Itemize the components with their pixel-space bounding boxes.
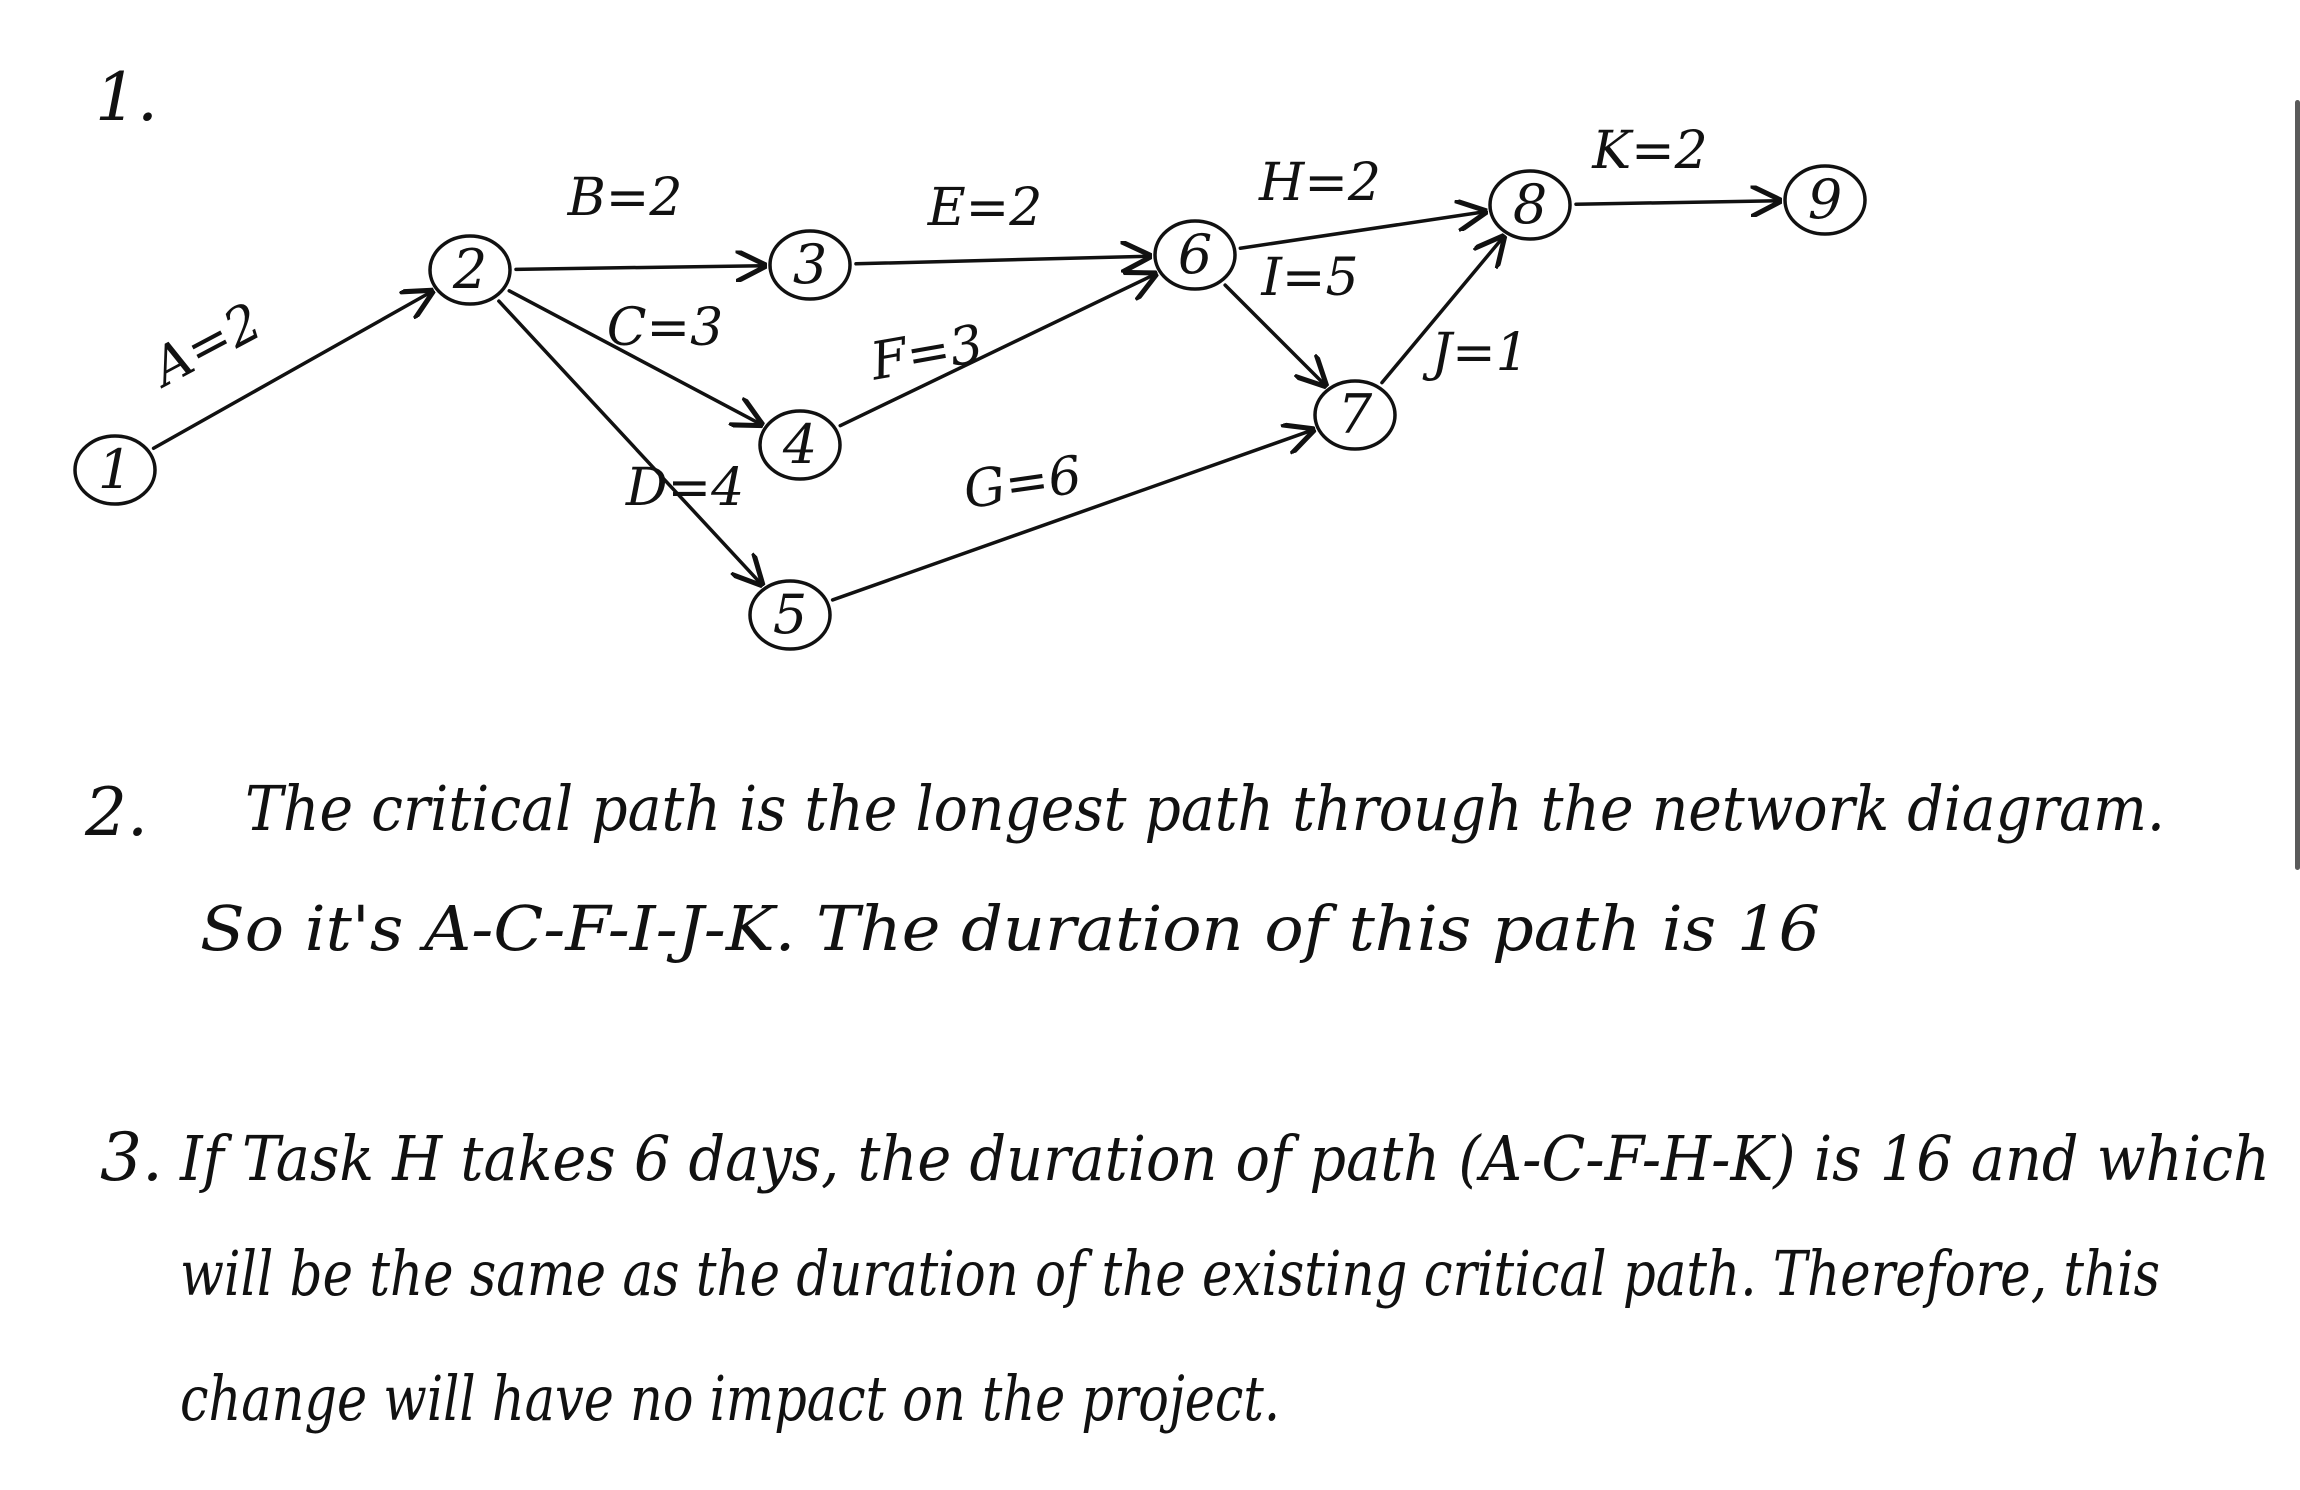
node-7: 7 xyxy=(1313,379,1397,451)
node-label-8: 8 xyxy=(1513,173,1547,236)
node-label-4: 4 xyxy=(782,413,817,476)
question-2: 2. The critical path is the longest path… xyxy=(84,772,2165,965)
node-circle-8 xyxy=(1488,169,1572,241)
question-2-line-1: The critical path is the longest path th… xyxy=(245,772,2165,845)
edges-layer xyxy=(151,201,1779,602)
question-3-line-1: If Task H takes 6 days, the duration of … xyxy=(179,1122,2270,1195)
node-9: 9 xyxy=(1783,164,1867,236)
node-label-2: 2 xyxy=(452,238,487,301)
node-label-9: 9 xyxy=(1808,168,1842,231)
vertical-scrollbar[interactable] xyxy=(2295,100,2300,870)
edge-2-5 xyxy=(497,299,761,584)
question-2-line-2: So it's A-C-F-I-J-K. The duration of thi… xyxy=(200,892,1820,965)
question-2-number: 2. xyxy=(84,774,148,851)
edge-label-6-7: I=5 xyxy=(1260,248,1358,308)
question-3-number: 3. xyxy=(100,1119,163,1196)
edge-6-8 xyxy=(1238,212,1484,250)
edge-labels-layer: A=2 B=2C=3D=4 E=2F=3G=6 H=2I=5J=1 K=2 xyxy=(139,121,1708,521)
node-6: 6 xyxy=(1153,219,1237,291)
edge-6-7 xyxy=(1223,283,1325,385)
node-label-6: 6 xyxy=(1178,223,1212,286)
node-circle-5 xyxy=(748,579,832,651)
edge-label-2-5: D=4 xyxy=(625,458,744,518)
question-3-line-3: change will have no impact on the projec… xyxy=(180,1362,1280,1435)
edge-4-6 xyxy=(838,274,1155,428)
network-diagram: 1 2 3 4 5 6 7 8 9 A=2 B=2C=3D=4 E=2F=3G=6 H=2I=5J=1… xyxy=(73,121,1867,651)
node-4: 4 xyxy=(758,409,842,481)
edge-label-5-7: G=6 xyxy=(960,445,1085,521)
question-3: 3. If Task H takes 6 days, the duration … xyxy=(100,1119,2270,1435)
edge-label-8-9: K=2 xyxy=(1591,121,1708,181)
node-circle-6 xyxy=(1153,219,1237,291)
edge-8-9 xyxy=(1574,201,1779,204)
edge-5-7 xyxy=(830,430,1313,602)
node-circle-4 xyxy=(758,409,842,481)
node-label-1: 1 xyxy=(98,438,132,501)
node-circle-3 xyxy=(768,229,852,301)
edge-2-3 xyxy=(514,266,764,270)
edge-3-6 xyxy=(854,256,1149,264)
edge-2-4 xyxy=(507,289,761,424)
node-circle-9 xyxy=(1783,164,1867,236)
edge-label-4-6: F=3 xyxy=(865,314,987,393)
edge-label-2-3: B=2 xyxy=(567,168,683,228)
node-circle-1 xyxy=(73,434,157,506)
node-8: 8 xyxy=(1488,169,1572,241)
node-circle-2 xyxy=(428,234,512,306)
edge-label-7-8: J=1 xyxy=(1422,323,1529,383)
node-2: 2 xyxy=(428,234,512,306)
node-label-3: 3 xyxy=(793,233,827,296)
node-label-5: 5 xyxy=(773,583,807,646)
node-3: 3 xyxy=(768,229,852,301)
node-circle-7 xyxy=(1313,379,1397,451)
nodes-layer: 1 2 3 4 5 6 7 8 9 xyxy=(73,164,1867,651)
node-5: 5 xyxy=(748,579,832,651)
edge-1-2 xyxy=(151,292,432,451)
edge-label-3-6: E=2 xyxy=(927,178,1043,238)
edge-label-2-4: C=3 xyxy=(607,298,723,358)
edge-label-1-2: A=2 xyxy=(139,292,272,400)
edge-label-6-8: H=2 xyxy=(1258,153,1381,213)
edge-7-8 xyxy=(1380,237,1503,385)
question-3-line-2: will be the same as the duration of the … xyxy=(180,1237,2160,1310)
node-1: 1 xyxy=(73,434,157,506)
node-label-7: 7 xyxy=(1338,383,1373,446)
question-1-number: 1. xyxy=(95,59,158,136)
